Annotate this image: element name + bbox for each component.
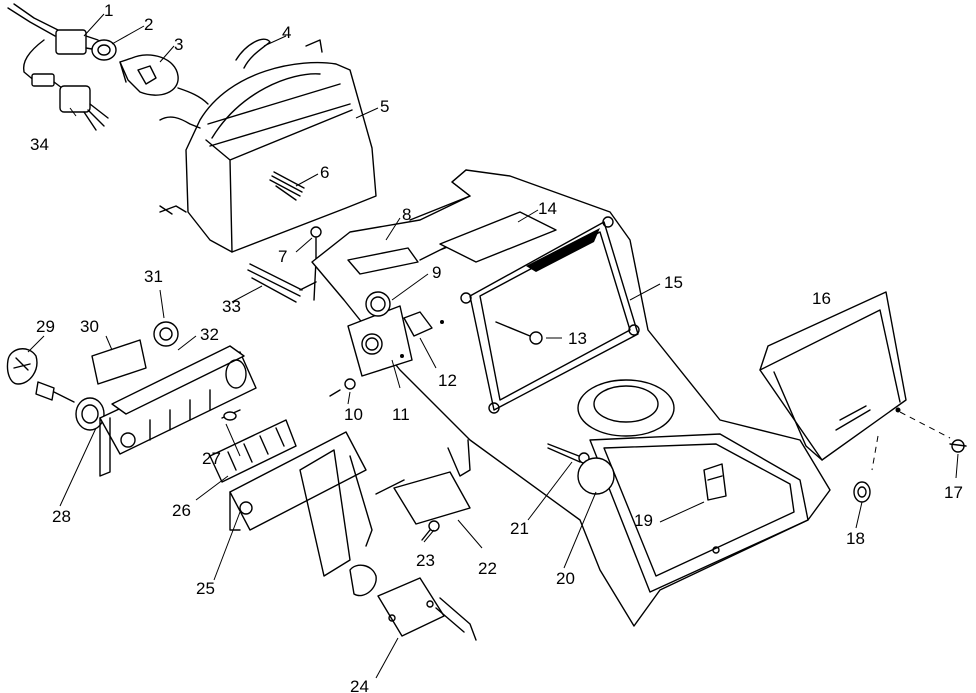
housing-spring-upper	[269, 171, 305, 201]
callout-30: 30	[80, 317, 99, 336]
grommet-28	[75, 397, 105, 431]
callout-14: 14	[538, 199, 557, 218]
callout-5: 5	[380, 97, 389, 116]
switch-bracket	[99, 345, 257, 477]
callout-4: 4	[282, 23, 291, 42]
screw-23	[421, 520, 440, 541]
headlight-bulb	[119, 54, 179, 96]
callout-31: 31	[144, 267, 163, 286]
headlight-housing	[159, 38, 377, 253]
callout-34: 34	[30, 135, 49, 154]
callout-21: 21	[510, 519, 529, 538]
callout-27: 27	[202, 449, 221, 468]
callout-10: 10	[344, 405, 363, 424]
callout-24: 24	[350, 677, 369, 693]
callout-11: 11	[392, 405, 410, 424]
callout-6: 6	[320, 163, 329, 182]
relay-22	[375, 471, 471, 525]
nut-31	[153, 321, 179, 347]
fastener-17	[949, 439, 967, 453]
spring-lower	[247, 263, 317, 303]
label-30	[91, 339, 147, 385]
callout-20: 20	[556, 569, 575, 588]
screw-13	[495, 321, 543, 345]
callout-22: 22	[478, 559, 497, 578]
mount-bracket-25	[229, 431, 373, 577]
callout-17: 17	[944, 483, 963, 502]
callout-labels: 1 2 3 4 5 6 7 8 9 10 11 12 13 14 15 16 1…	[30, 1, 963, 693]
hood-panel	[311, 169, 831, 627]
plug-24	[349, 564, 477, 641]
washer-18	[853, 481, 871, 503]
callout-3: 3	[174, 35, 183, 54]
callout-25: 25	[196, 579, 215, 598]
bulb-socket-ring	[91, 39, 117, 61]
callout-26: 26	[172, 501, 191, 520]
callout-18: 18	[846, 529, 865, 548]
screw-10	[329, 378, 356, 397]
switch-plate	[347, 291, 444, 377]
headlight-harness	[7, 3, 109, 131]
callout-33: 33	[222, 297, 241, 316]
callout-32: 32	[200, 325, 219, 344]
callout-9: 9	[432, 263, 441, 282]
callout-28: 28	[52, 507, 71, 526]
callout-16: 16	[812, 289, 831, 308]
side-cover	[759, 291, 951, 471]
callout-15: 15	[664, 273, 683, 292]
leader-lines	[27, 13, 959, 679]
callout-29: 29	[36, 317, 55, 336]
callout-7: 7	[278, 247, 287, 266]
callout-23: 23	[416, 551, 435, 570]
callout-19: 19	[634, 511, 653, 530]
fuse-block-26	[209, 419, 297, 483]
callout-8: 8	[402, 205, 411, 224]
bulb-27	[221, 409, 241, 421]
callout-13: 13	[568, 329, 587, 348]
clip-19	[703, 463, 727, 554]
key-shaft	[35, 381, 75, 403]
callout-2: 2	[144, 15, 153, 34]
callout-12: 12	[438, 371, 457, 390]
knob-29	[6, 348, 38, 385]
callout-1: 1	[104, 1, 113, 20]
cap-20	[577, 457, 615, 495]
